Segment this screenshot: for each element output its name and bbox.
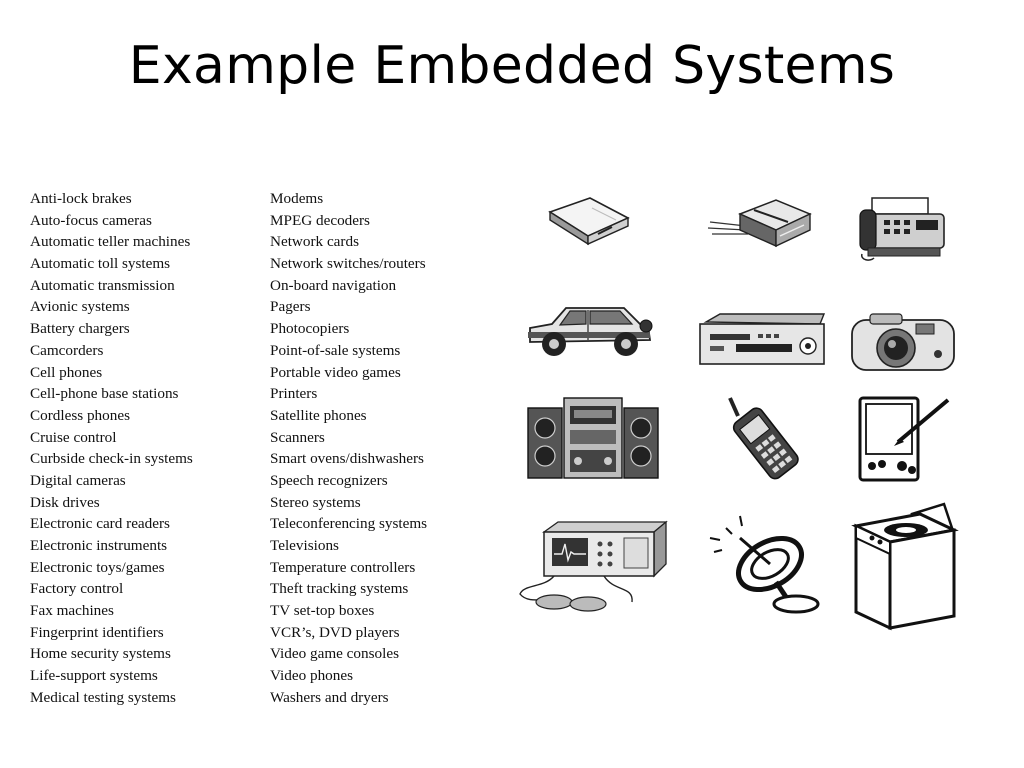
list-item: Network switches/routers <box>270 255 426 273</box>
list-item: Scanners <box>270 428 325 446</box>
fax-machine-icon <box>859 197 945 261</box>
list-item: Cordless phones <box>30 406 130 424</box>
list-item: Theft tracking systems <box>270 580 409 598</box>
list-item: Pagers <box>270 298 311 316</box>
list-item: Printers <box>270 385 318 403</box>
list-item: Automatic teller machines <box>30 233 191 251</box>
list-item: Digital cameras <box>30 471 126 489</box>
list-item: Anti-lock brakes <box>30 190 132 207</box>
list-item: Camcorders <box>30 341 104 359</box>
cell-phone-icon <box>728 397 799 480</box>
list-item: Electronic instruments <box>30 537 168 554</box>
embedded-systems-list-left: Anti-lock brakes Auto-focus cameras Auto… <box>30 188 193 709</box>
list-item: Washers and dryers <box>270 688 389 706</box>
list-item: TV set-top boxes <box>270 602 375 620</box>
printer-icon <box>707 199 812 248</box>
list-item: Cruise control <box>30 428 117 446</box>
list-item: Photocopiers <box>270 320 350 338</box>
list-item: Teleconferencing systems <box>270 515 428 533</box>
list-item: Automatic toll systems <box>30 255 171 273</box>
list-item: Life-support systems <box>30 667 158 685</box>
modem-icon <box>548 197 630 246</box>
list-item: Temperature controllers <box>270 558 416 576</box>
list-item: Cell-phone base stations <box>30 385 179 403</box>
list-item: Televisions <box>270 537 339 554</box>
list-item: Medical testing systems <box>30 688 176 706</box>
washing-machine-icon <box>851 502 959 631</box>
satellite-dish-icon <box>709 515 820 614</box>
list-item: Battery chargers <box>30 320 130 338</box>
list-item: Disk drives <box>30 493 100 511</box>
stereo-system-icon <box>527 397 659 479</box>
medical-monitor-icon <box>519 520 668 612</box>
list-item: Satellite phones <box>270 406 367 424</box>
list-item: Point-of-sale systems <box>270 341 401 359</box>
embedded-systems-list-right: Modems MPEG decoders Network cards Netwo… <box>270 188 427 709</box>
list-item: Speech recognizers <box>270 471 388 489</box>
list-item: Home security systems <box>30 645 171 663</box>
vcr-icon <box>699 313 826 365</box>
list-item: MPEG decoders <box>270 211 370 229</box>
list-item: Network cards <box>270 233 359 251</box>
list-item: Automatic transmission <box>30 276 175 294</box>
slide-title: Example Embedded Systems <box>128 36 896 96</box>
list-item: On-board navigation <box>270 276 397 294</box>
suv-car-icon <box>528 307 653 356</box>
list-item: Portable video games <box>270 363 401 381</box>
list-item: Cell phones <box>30 363 103 381</box>
list-item: Modems <box>270 190 324 207</box>
list-item: Electronic toys/games <box>30 558 165 576</box>
list-item: Avionic systems <box>30 298 130 316</box>
pda-icon <box>858 396 950 482</box>
list-item: Stereo systems <box>270 493 361 511</box>
list-item: Video game consoles <box>270 645 399 663</box>
list-item: Auto-focus cameras <box>30 211 152 229</box>
list-item: Factory control <box>30 580 124 598</box>
list-item: VCR’s, DVD players <box>270 623 400 641</box>
list-item: Curbside check-in systems <box>30 450 193 468</box>
list-item: Video phones <box>270 667 354 685</box>
camera-icon <box>851 313 955 371</box>
list-item: Fax machines <box>30 602 114 620</box>
list-item: Electronic card readers <box>30 515 170 533</box>
list-item: Fingerprint identifiers <box>30 623 164 641</box>
list-item: Smart ovens/dishwashers <box>270 450 424 468</box>
